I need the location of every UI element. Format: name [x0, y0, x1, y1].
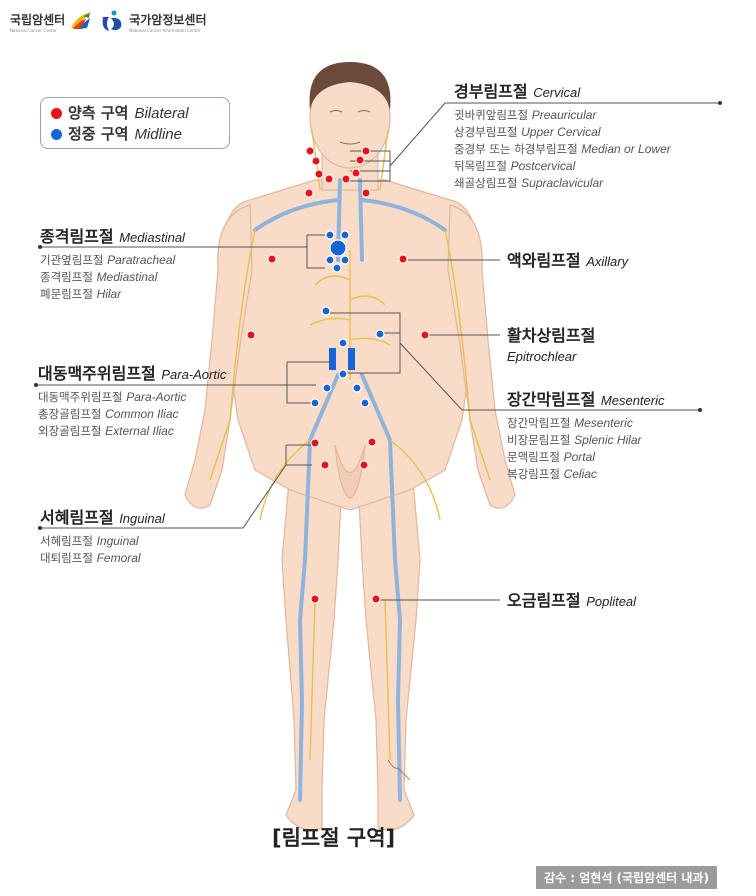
cervical-item: 귓바퀴앞림프절 Preauricular — [454, 108, 597, 122]
ncic-figure-logo-icon — [102, 10, 122, 31]
group-mediastinal: 종격림프절 Mediastinal 기관옆림프절 Paratracheal 종격… — [40, 227, 185, 303]
mediastinal-item: 종격림프절 Mediastinal — [40, 270, 158, 284]
legend-midline-ko: 정중 구역 — [68, 125, 129, 143]
legend-bilateral-ko: 양측 구역 — [68, 104, 129, 122]
blood-vessels — [253, 178, 447, 802]
lymph-vessels — [209, 129, 491, 761]
face — [329, 110, 371, 145]
group-para-aortic: 대동맥주위림프절 Para-Aortic 대동맥주위림프절 Para-Aorti… — [38, 364, 226, 440]
figure-caption: [림프절 구역] — [272, 826, 396, 850]
midline-nodes — [310, 230, 385, 408]
legend-item-bilateral: 양측 구역 Bilateral — [51, 103, 219, 124]
para-aortic-item: 대동맥주위림프절 Para-Aortic — [38, 390, 187, 404]
cervical-item: 쇄골상림프절 Supraclavicular — [454, 176, 604, 190]
hair — [309, 62, 391, 110]
group-popliteal: 오금림프절 Popliteal — [507, 591, 636, 612]
mediastinal-item: 기관옆림프절 Paratracheal — [40, 253, 176, 267]
para-aortic-item: 외장골림프절 External Iliac — [38, 424, 174, 438]
leader-lines — [36, 102, 720, 601]
popliteal-title: 오금림프절 Popliteal — [507, 591, 637, 610]
ncic-logo-subtitle: National Cancer Information Center — [129, 28, 201, 33]
ncic-logo-name: 국가암정보센터 — [129, 13, 207, 27]
mesenteric-item: 장간막림프절 Mesenteric — [507, 416, 633, 430]
epitrochlear-title-en: Epitrochlear — [507, 349, 577, 364]
group-epitrochlear: 활차상림프절 Epitrochlear — [507, 326, 595, 367]
inguinal-item: 서혜림프절 Inguinal — [40, 534, 139, 548]
artist-signature — [387, 759, 411, 781]
legend-midline-en: Midline — [134, 126, 182, 143]
ncc-logo-name: 국립암센터 — [10, 13, 66, 27]
legend-bilateral-en: Bilateral — [134, 105, 189, 122]
ncc-logo-subtitle: National Cancer Center — [10, 28, 57, 33]
ncc-logo[interactable]: 국립암센터 National Cancer Center — [10, 9, 91, 33]
credit-badge: 감수 : 엄현석 (국립암센터 내과) — [536, 866, 717, 889]
group-cervical: 경부림프절 Cervical 귓바퀴앞림프절 Preauricular 상경부림… — [454, 82, 671, 192]
group-inguinal: 서혜림프절 Inguinal 서혜림프절 Inguinal 대퇴림프절 Femo… — [40, 508, 165, 567]
legend: 양측 구역 Bilateral 정중 구역 Midline — [40, 97, 230, 149]
red-dot-icon — [51, 108, 62, 119]
aorta-marker-right — [348, 348, 355, 370]
para-aortic-title: 대동맥주위림프절 Para-Aortic — [38, 364, 227, 383]
inguinal-item: 대퇴림프절 Femoral — [40, 551, 141, 565]
leader-line-endpoints — [34, 101, 722, 530]
mesenteric-item: 복강림프절 Celiac — [507, 467, 597, 481]
group-mesenteric: 장간막림프절 Mesenteric 장간막림프절 Mesenteric 비장문림… — [507, 390, 664, 483]
group-axillary: 액와림프절 Axillary — [507, 251, 628, 272]
cervical-item: 중경부 또는 하경부림프절 Median or Lower — [454, 142, 671, 156]
epitrochlear-title-ko: 활차상림프절 — [507, 326, 596, 345]
legend-item-midline: 정중 구역 Midline — [51, 124, 219, 145]
cervical-item: 뒤목림프절 Postcervical — [454, 159, 576, 173]
mesenteric-item: 비장문림프절 Splenic Hilar — [507, 433, 642, 447]
aorta-marker-left — [329, 348, 336, 370]
inguinal-title: 서혜림프절 Inguinal — [40, 508, 165, 527]
ncic-logo[interactable]: 국가암정보센터 National Cancer Information Cent… — [99, 9, 206, 33]
mediastinal-item: 폐문림프절 Hilar — [40, 287, 122, 301]
bilateral-nodes — [246, 146, 430, 604]
para-aortic-item: 총장골림프절 Common Iliac — [38, 407, 179, 421]
blue-dot-icon — [51, 129, 62, 140]
body-silhouette — [184, 67, 516, 831]
mesenteric-title: 장간막림프절 Mesenteric — [507, 390, 665, 409]
mediastinal-title: 종격림프절 Mediastinal — [40, 227, 185, 246]
mesenteric-item: 문맥림프절 Portal — [507, 450, 595, 464]
ncc-swoosh-logo-icon — [71, 12, 91, 29]
header-logos: 국립암센터 National Cancer Center 국가암정보센터 Nat… — [10, 6, 206, 36]
cervical-title: 경부림프절 Cervical — [454, 82, 581, 101]
cervical-item: 상경부림프절 Upper Cervical — [454, 125, 601, 139]
axillary-title: 액와림프절 Axillary — [507, 251, 629, 270]
